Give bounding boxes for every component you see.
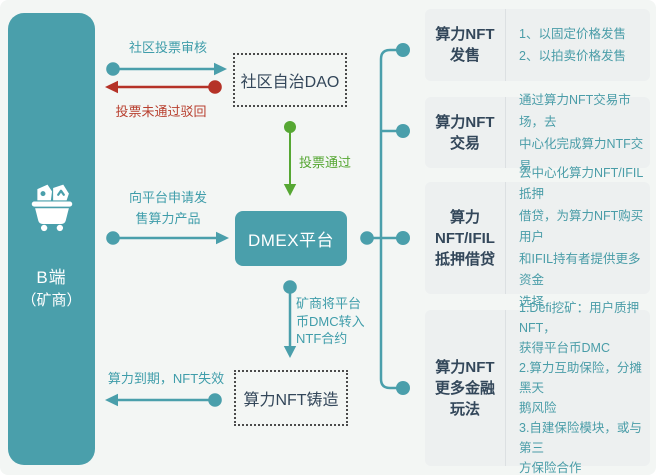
card-nft-collateral-desc: 去中心化算力NFT/IFIL抵押 借贷，为算力NFT购买用户 和IFIL持有者提…	[519, 165, 644, 309]
node-dmex-platform-label: DMEX平台	[247, 231, 335, 250]
miner-panel: B端 （矿商）	[8, 13, 95, 465]
card-nft-issue: 算力NFT 发售 1、以固定价格发售 2、以拍卖价格发售	[425, 9, 650, 81]
card-nft-collateral-title: 算力 NFT/IFIL 抵押借贷	[434, 208, 495, 268]
mine-cart-icon	[31, 184, 72, 232]
card-nft-finance-desc: 1.Defi挖矿：用户质押NFT， 获得平台币DMC 2.算力互助保险，分摊黑天…	[519, 301, 642, 475]
card-divider	[505, 182, 506, 294]
node-nft-mint-label: 算力NFT铸造	[243, 392, 339, 409]
node-dmex-platform: DMEX平台	[235, 211, 347, 266]
miner-panel-title: B端	[36, 268, 67, 287]
card-nft-collateral: 算力 NFT/IFIL 抵押借贷 去中心化算力NFT/IFIL抵押 借贷，为算力…	[425, 165, 650, 309]
edge-label-vote-review: 社区投票审核	[128, 40, 207, 55]
edge-label-transfer: 矿商将平台 币DMC转入 NTF合约	[296, 296, 365, 346]
card-divider	[505, 97, 506, 168]
card-nft-trade-title: 算力NFT 交易	[435, 113, 495, 152]
edge-label-vote-passed: 投票通过	[299, 155, 352, 170]
card-nft-trade-desc: 通过算力NFT交易市场，去 中心化完成算力NTF交易	[519, 92, 644, 173]
edge-label-expire: 算力到期，NFT失效	[107, 371, 225, 386]
card-divider	[505, 9, 506, 81]
card-nft-finance-title: 算力NFT 更多金融 玩法	[434, 358, 495, 418]
card-nft-issue-desc: 1、以固定价格发售 2、以拍卖价格发售	[519, 27, 626, 63]
node-nft-mint: 算力NFT铸造	[234, 370, 348, 426]
card-nft-issue-title: 算力NFT 发售	[435, 26, 495, 64]
node-community-dao: 社区自治DAO	[233, 53, 347, 107]
card-nft-trade: 算力NFT 交易 通过算力NFT交易市场，去 中心化完成算力NTF交易	[425, 92, 650, 173]
card-divider	[505, 310, 506, 466]
arrow-vote-passed	[283, 121, 297, 196]
arrow-vote-review	[106, 62, 227, 76]
arrow-transfer	[283, 280, 297, 358]
edge-label-apply: 向平台申请发 售算力产品	[128, 190, 207, 226]
arrow-expire	[105, 393, 222, 407]
branch-connector	[360, 43, 410, 395]
node-community-dao-label: 社区自治DAO	[240, 74, 340, 91]
miner-panel-subtitle: （矿商）	[21, 292, 82, 309]
arrow-vote-rejected	[105, 80, 222, 94]
edge-label-vote-rejected: 投票未通过驳回	[115, 104, 207, 119]
card-nft-finance: 算力NFT 更多金融 玩法 1.Defi挖矿：用户质押NFT， 获得平台币DMC…	[425, 301, 650, 475]
arrow-apply	[106, 231, 229, 245]
